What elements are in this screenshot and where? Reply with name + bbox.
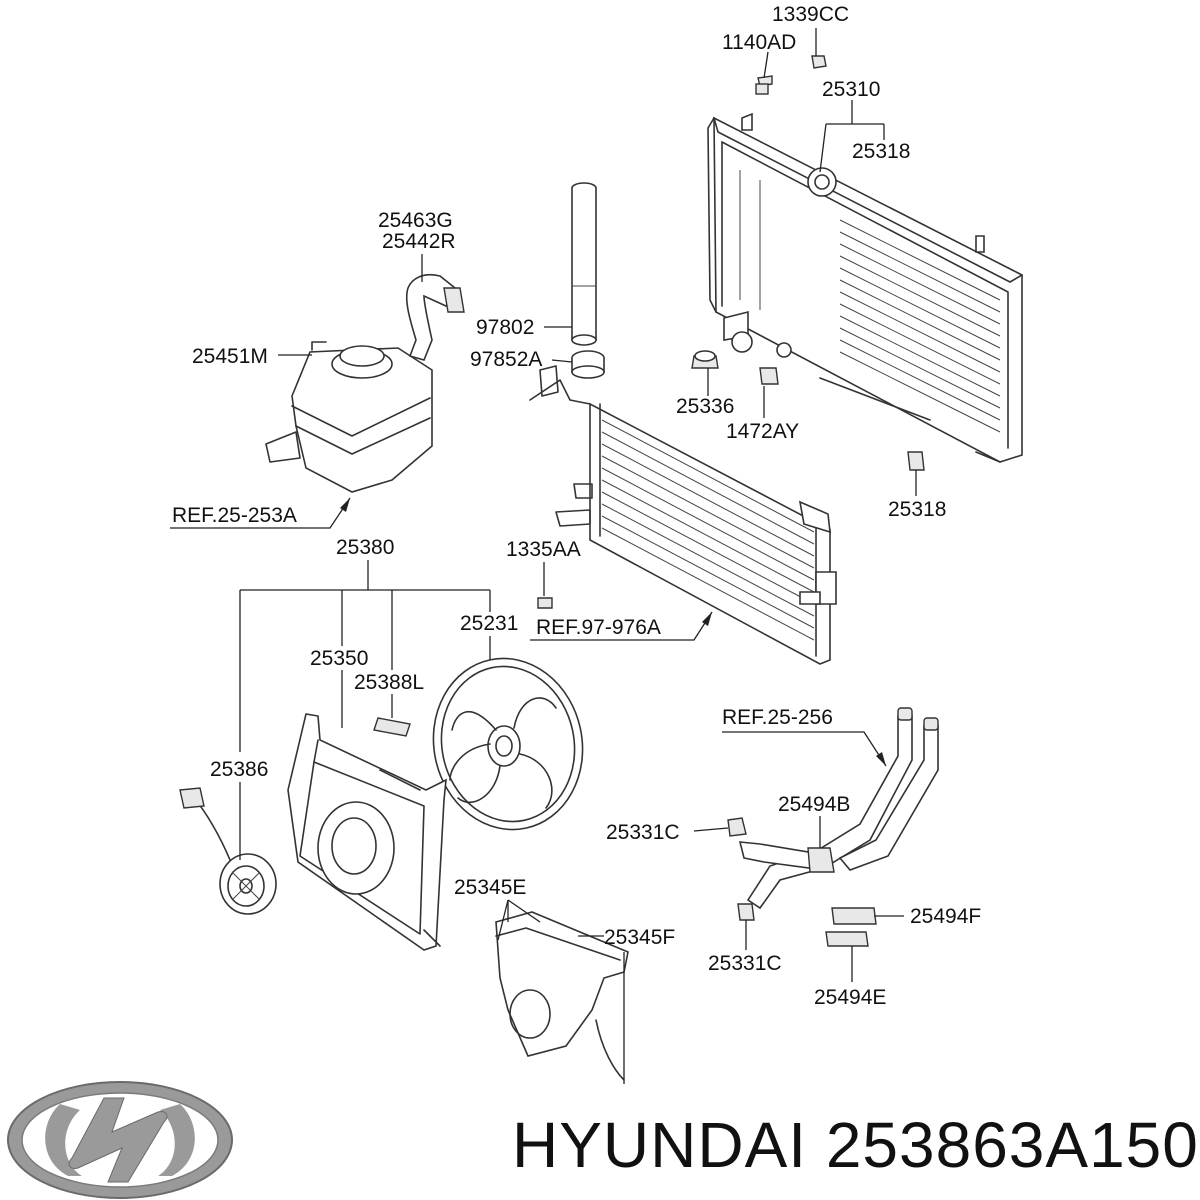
reservoir-tank: [265, 341, 433, 493]
label-97852a: 97852A: [470, 348, 542, 371]
motor-25386: [179, 787, 277, 915]
fan-25231: [432, 657, 584, 831]
cap-25336: [691, 350, 719, 369]
label-1335aa: 1335AA: [506, 538, 581, 561]
reservoir-hose: [405, 273, 465, 361]
label-25494f: 25494F: [910, 905, 981, 928]
clip-1339cc: [811, 55, 827, 69]
clamp-25331c-top: [727, 817, 747, 837]
label-25388l: 25388L: [354, 671, 424, 694]
label-25494e: 25494E: [814, 986, 886, 1009]
condenser: [529, 365, 837, 665]
label-25345f: 25345F: [604, 926, 675, 949]
shroud-25350: [287, 713, 447, 951]
part-labels: 1339CC 1140AD 25310 25318 25463G 25442R …: [172, 3, 981, 1009]
label-25318-top: 25318: [852, 140, 910, 163]
label-25331c-bottom: 25331C: [708, 952, 782, 975]
leader-lines: [170, 28, 917, 1084]
radiator: [707, 112, 1023, 463]
filler-pipe: [571, 182, 597, 346]
label-25331c-top: 25331C: [606, 821, 680, 844]
label-25318-bottom: 25318: [888, 498, 946, 521]
label-25380: 25380: [336, 536, 394, 559]
label-25388l: [373, 717, 411, 737]
radiator-cap: [571, 350, 605, 379]
label-25442r: 25442R: [382, 230, 456, 253]
label-97802: 97802: [476, 316, 534, 339]
label-25336: 25336: [676, 395, 734, 418]
label-25451m: 25451M: [192, 345, 268, 368]
nut-1335aa: [537, 597, 553, 609]
bolt-1140ad: [755, 75, 773, 95]
label-25345e: 25345E: [454, 876, 526, 899]
hyundai-logo-icon: [7, 1081, 233, 1199]
bracket-25345: [495, 911, 629, 1081]
label-ref-25-256: REF.25-256: [722, 706, 833, 729]
plug-25318: [907, 451, 925, 471]
clamp-1472ay: [759, 367, 779, 385]
label-1140ad: 1140AD: [722, 31, 796, 54]
clip-25494f: [831, 907, 877, 925]
label-25310: 25310: [822, 78, 880, 101]
clamp-25331c-bottom: [737, 903, 755, 921]
label-25463g: 25463G: [378, 209, 453, 232]
clip-25494e: [825, 931, 869, 947]
label-1472ay: 1472AY: [726, 420, 799, 443]
label-25350: 25350: [310, 647, 368, 670]
label-25231: 25231: [460, 612, 518, 635]
label-25386: 25386: [210, 758, 268, 781]
label-ref-97-976a: REF.97-976A: [536, 616, 661, 639]
brand-caption: HYUNDAI 253863A150: [512, 1109, 1199, 1181]
label-25494b: 25494B: [778, 793, 850, 816]
label-ref-25-253a: REF.25-253A: [172, 504, 297, 527]
label-1339cc: 1339CC: [772, 3, 849, 26]
hose-assembly: [738, 707, 939, 910]
